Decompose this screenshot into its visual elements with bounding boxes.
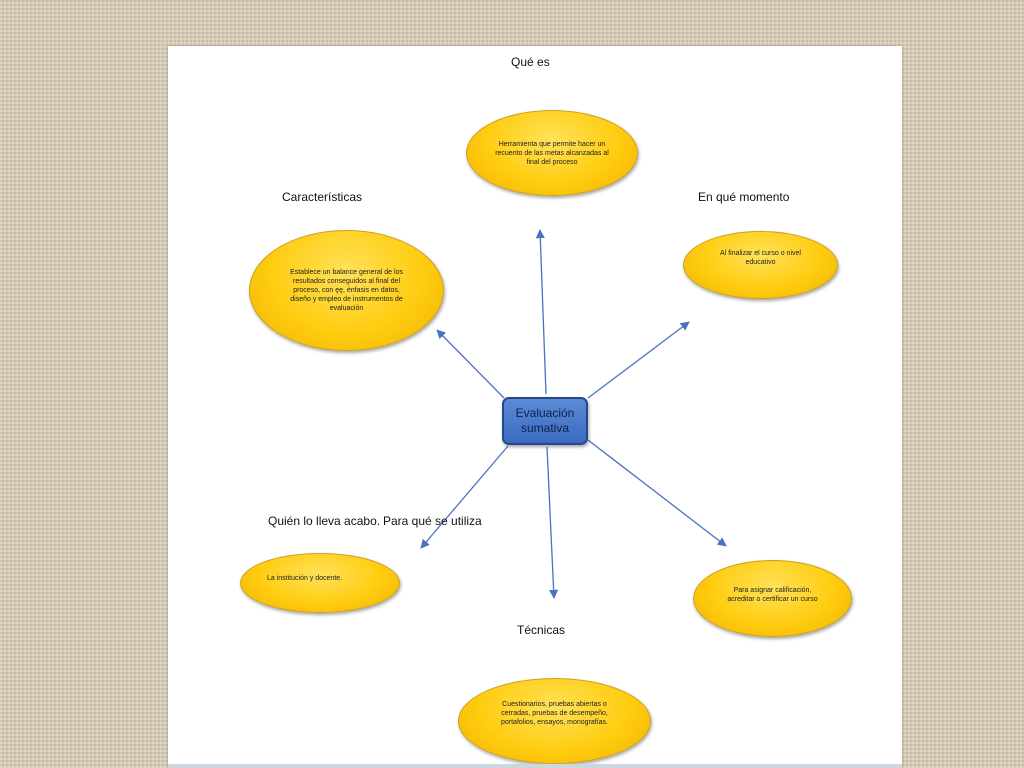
node-caracteristicas: Establece un balance general de los resu… [249, 230, 444, 351]
node-en-que-momento: Al finalizar el curso o nivel educativo [683, 231, 838, 299]
node-para-que: Para asignar calificación, acreditar o c… [693, 560, 852, 637]
heading-en-que-momento: En qué momento [698, 190, 790, 204]
node-tecnicas: Cuestionarios, pruebas abiertas o cerrad… [458, 678, 651, 764]
heading-para-que: Para qué se utiliza [383, 514, 482, 528]
arrow-to-caracteristicas [436, 329, 505, 399]
arrow-to-que-es [535, 229, 547, 395]
node-quien-text: La institución y docente. [267, 574, 343, 582]
node-caracteristicas-text: Establece un balance general de los resu… [290, 269, 403, 312]
center-node: Evaluación sumativa [502, 397, 588, 445]
node-quien: La institución y docente. [240, 553, 400, 613]
node-para-que-text: Para asignar calificación, acreditar o c… [727, 586, 818, 603]
arrow-to-quien [420, 445, 509, 549]
center-node-text: Evaluación sumativa [515, 406, 575, 435]
node-tecnicas-text: Cuestionarios, pruebas abiertas o cerrad… [500, 700, 608, 726]
heading-caracteristicas: Características [282, 190, 363, 204]
slide-bottom-bar [168, 764, 902, 768]
node-en-que-momento-text: Al finalizar el curso o nivel educativo [720, 250, 801, 266]
node-que-es-text: Herramienta que permite hacer un recuent… [495, 140, 609, 166]
heading-tecnicas: Técnicas [517, 623, 566, 637]
heading-quien: Quién lo lleva acabo. [268, 514, 381, 528]
node-que-es: Herramienta que permite hacer un recuent… [466, 110, 638, 196]
arrow-to-en-que-momento [587, 321, 690, 399]
heading-que-es: Qué es [511, 55, 550, 69]
arrow-to-para-que [587, 439, 727, 547]
arrow-to-tecnicas [546, 446, 559, 599]
